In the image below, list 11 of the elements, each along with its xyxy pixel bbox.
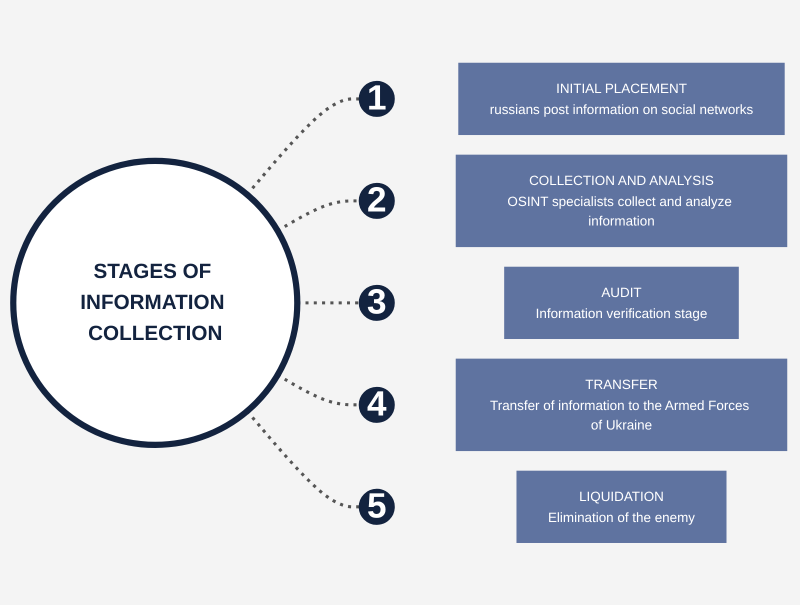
node-circle: 5 <box>358 488 395 524</box>
node-box: LIQUIDATION Elimination of the enemy <box>516 470 726 543</box>
node-circle: 3 <box>358 284 395 321</box>
node-circle: 2 <box>358 182 395 219</box>
node-circle: 4 <box>358 386 395 423</box>
node-box: TRANSFER Transfer of information to the Armed Forces of Ukraine <box>456 358 788 451</box>
node-box: AUDIT Information verification stage <box>504 266 739 339</box>
node-box: COLLECTION AND ANALYSIS OSINT specialists collect and analyze information <box>456 154 788 247</box>
node-circle: 1 <box>358 80 395 117</box>
node-box: INITIAL PLACEMENT russians post information on social networks <box>458 62 785 135</box>
node-circle: STAGES OF INFORMATION COLLECTION <box>10 157 300 448</box>
